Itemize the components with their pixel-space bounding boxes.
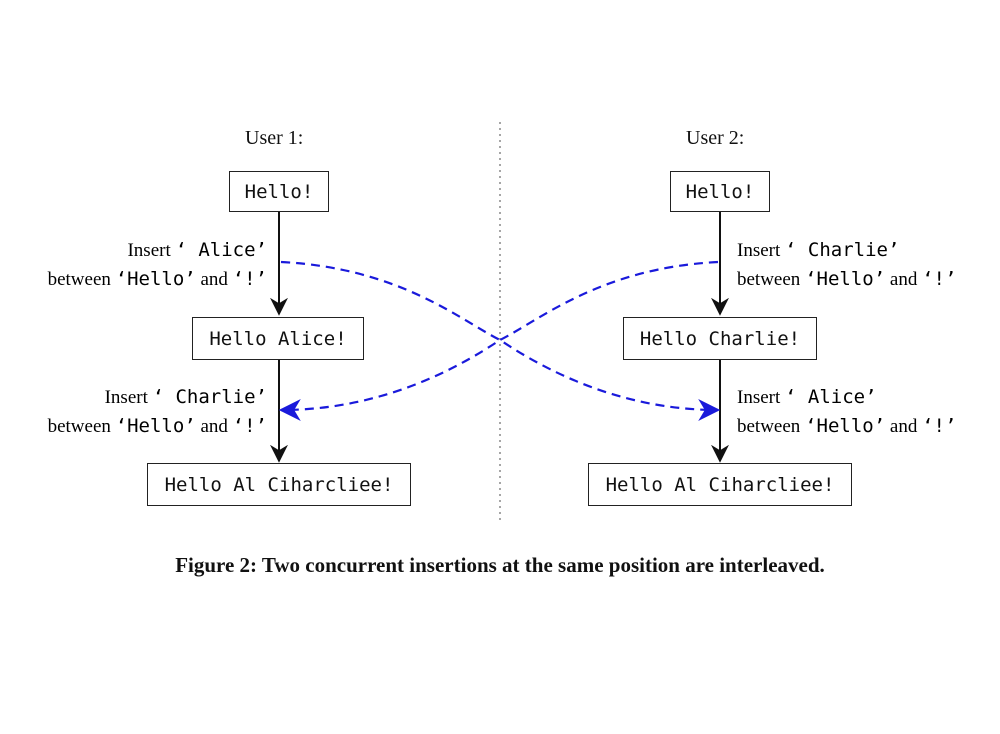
figure-caption: Figure 2: Two concurrent insertions at t…	[175, 553, 825, 577]
user1-op-2: Insert ‘ Charlie’ between ‘Hello’ and ‘!…	[47, 386, 267, 437]
user1-op-1: Insert ‘ Alice’ between ‘Hello’ and ‘!’	[47, 239, 267, 290]
user1-label: User 1:	[245, 127, 304, 149]
user1-state-1: Hello!	[229, 171, 329, 212]
sync-arrow-user2-to-user1	[278, 260, 719, 421]
user2-label: User 2:	[686, 127, 745, 149]
user2-op-2: Insert ‘ Alice’ between ‘Hello’ and ‘!’	[737, 386, 957, 437]
user1-state-2: Hello Alice!	[192, 317, 364, 360]
user1-state-3: Hello Al Ciharcliee!	[147, 463, 411, 506]
user2-state-1: Hello!	[670, 171, 770, 212]
user2-op-1: Insert ‘ Charlie’ between ‘Hello’ and ‘!…	[737, 239, 957, 290]
user2-state-3: Hello Al Ciharcliee!	[588, 463, 852, 506]
user2-state-2: Hello Charlie!	[623, 317, 817, 360]
sync-arrow-user1-to-user2	[280, 260, 721, 421]
